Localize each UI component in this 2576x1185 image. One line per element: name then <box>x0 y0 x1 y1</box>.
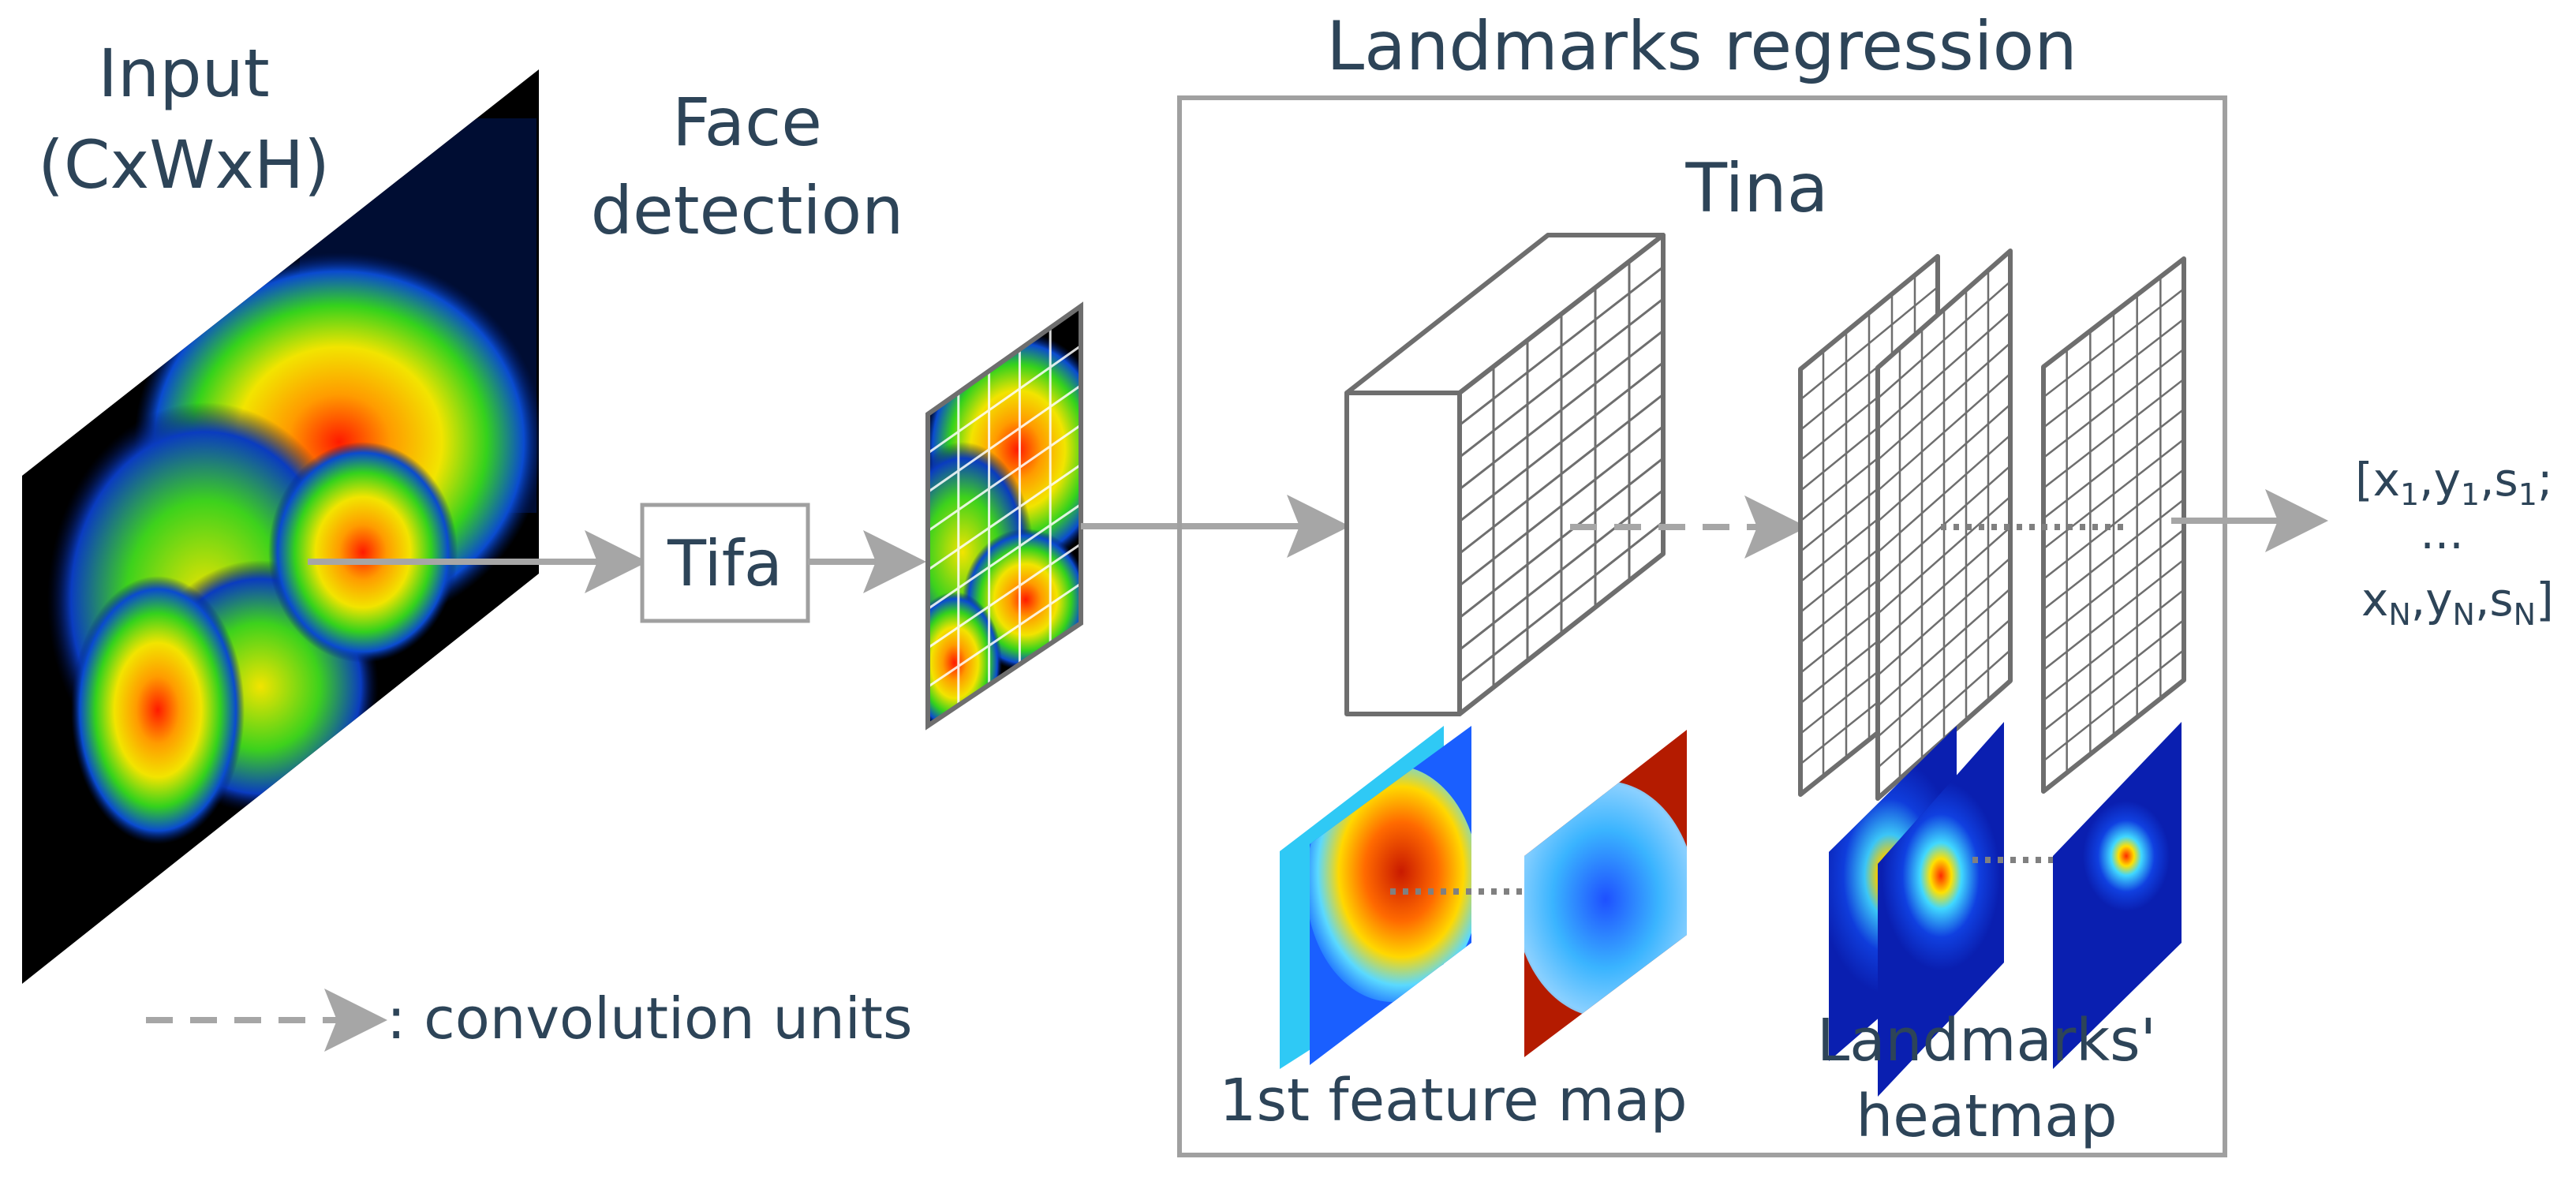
detection-label: detection <box>591 172 904 249</box>
convolution-cube <box>1344 233 1666 716</box>
landmarks-regression-box <box>1177 95 2227 1157</box>
landmark-heatmap-n <box>2053 722 2182 1069</box>
heatmap-panel-grid-row-line <box>2043 378 2185 489</box>
heatmap-panels <box>1798 249 2186 801</box>
cube-grid-row-line <box>1459 521 1664 683</box>
heatmap-panel-grid-row-line <box>1877 434 2011 553</box>
face-crop-grid-row-line <box>927 345 1082 454</box>
cube-grid-row-line <box>1459 266 1664 426</box>
face-label: Face <box>672 84 822 161</box>
heatmap-panel-grid-row-line <box>1877 495 2011 615</box>
cube-grid-row-line <box>1459 489 1664 651</box>
heatmap-panel-grid-row-line <box>2043 318 2185 428</box>
heatmap-panel-3 <box>2041 256 2186 794</box>
heatmap-panel-grid-row-line <box>2043 348 2185 459</box>
face-crop-grid-row-line <box>927 543 1082 649</box>
tina-label: Tina <box>1685 149 1829 228</box>
heatmap-panel-grid-row-line <box>2043 559 2185 671</box>
heatmap-label-line2: heatmap <box>1856 1082 2117 1150</box>
output-line-1: [x1,y1,s1; <box>2355 453 2552 512</box>
landmarks-regression-title: Landmarks regression <box>1326 7 2077 86</box>
feature-map-label: 1st feature map <box>1219 1067 1687 1135</box>
face-crop-grid-row-line <box>927 384 1082 493</box>
face-crop-grid-row-line <box>927 463 1082 571</box>
heatmap-panel-grid-row-line <box>1877 280 2011 399</box>
heatmap-panel-grid-row-line <box>1877 649 2011 768</box>
heatmap-panel-grid-row-line <box>1877 311 2011 430</box>
landmark-heatmap-2 <box>1878 722 2004 1097</box>
face-crop-grid-row-line <box>927 582 1082 688</box>
feature-map-2 <box>1524 730 1687 1057</box>
output-line-2: ... <box>2420 506 2463 559</box>
legend-text: : convolution units <box>387 985 913 1052</box>
heatmap-panel-grid-row-line <box>1877 619 2011 738</box>
heatmap-panel-grid-row-line <box>2043 589 2185 701</box>
heatmap-panel-grid-row-line <box>2043 469 2185 580</box>
cube-grid-row-line <box>1459 330 1664 491</box>
cube-grid-row-line <box>1459 361 1664 522</box>
tifa-label: Tifa <box>667 527 783 600</box>
heatmap-panel-grid-row-line <box>1877 526 2011 645</box>
face-crop-grid-row-line <box>927 424 1082 533</box>
cube-grid-row-line <box>1459 457 1664 619</box>
face-crop-grid-row-line <box>927 503 1082 611</box>
heatmap-panel-grid-row-line <box>2043 649 2185 762</box>
cube-grid-row-line <box>1459 393 1664 555</box>
heatmap-panel-grid-row-line <box>2043 408 2185 520</box>
input-thermal-image <box>22 69 539 984</box>
cube-grid-row-line <box>1459 297 1664 458</box>
input-label: Input <box>98 35 270 112</box>
heatmap-panel-grid-row-line <box>1877 342 2011 461</box>
heatmap-panel-grid-row-line <box>1877 557 2011 676</box>
heatmap-panel-grid-row-line <box>2043 438 2185 550</box>
heatmap-panel-grid-row-line <box>1877 403 2011 522</box>
face-crop-image <box>925 301 1083 731</box>
input-dimensions-label: (CxWxH) <box>38 126 330 204</box>
heatmap-panel-grid-row-line <box>2043 529 2185 641</box>
heatmap-panel-grid <box>1877 270 2011 779</box>
heatmap-label-line1: Landmarks' <box>1817 1007 2156 1075</box>
heatmap-panel-grid-row-line <box>2043 619 2185 732</box>
output-line-3: xN,yN,sN] <box>2361 573 2554 632</box>
heatmap-panel-grid-row-line <box>1877 372 2011 492</box>
heatmap-panel-grid-row-line <box>1800 286 1939 401</box>
feature-map-1 <box>1280 726 1471 1069</box>
cube-grid-row-line <box>1459 425 1664 587</box>
heatmap-panel-grid-row-line <box>2043 288 2185 398</box>
heatmap-panel-grid-row-line <box>1877 588 2011 707</box>
heatmap-panel-grid-row-line <box>2043 499 2185 611</box>
heatmap-panel-grid <box>2043 276 2185 773</box>
